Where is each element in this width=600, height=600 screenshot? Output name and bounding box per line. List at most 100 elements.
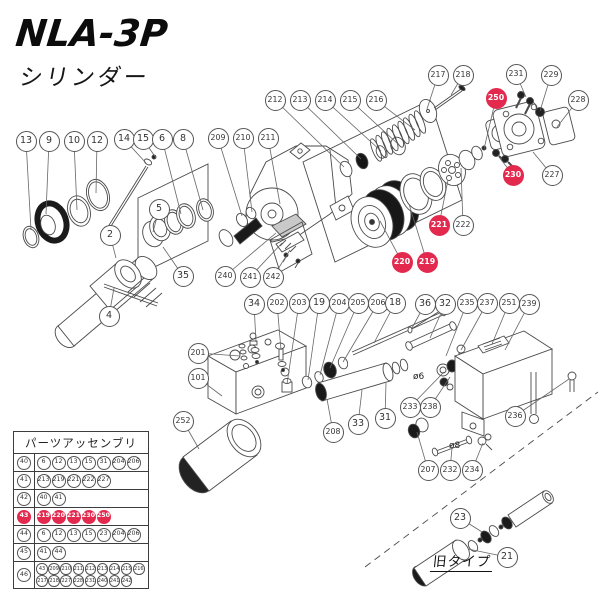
part-balloon-23: 23 bbox=[449, 507, 471, 529]
assembly-number-cell-40: 40 bbox=[14, 454, 35, 471]
part-balloon-33: 33 bbox=[347, 413, 369, 435]
part-balloon-240: 240 bbox=[214, 265, 236, 287]
part-ref-balloon-209: 209 bbox=[48, 563, 60, 575]
part-balloon-204: 204 bbox=[328, 292, 350, 314]
pump-and-tank-assembly bbox=[178, 307, 577, 494]
part-ref-balloon-228: 228 bbox=[72, 575, 85, 587]
leader-line-203 bbox=[286, 302, 300, 385]
part-balloon-6: 6 bbox=[151, 128, 173, 150]
part-balloon-241: 241 bbox=[239, 266, 261, 288]
part-balloon-212: 212 bbox=[264, 89, 286, 111]
part-balloon-8: 8 bbox=[172, 128, 194, 150]
leader-line-213 bbox=[299, 99, 362, 160]
part-balloon-203: 203 bbox=[288, 292, 310, 314]
part-ref-balloon-206: 206 bbox=[126, 455, 141, 470]
part-balloon-220: 220 bbox=[391, 251, 413, 273]
assembly-balloon-46: 46 bbox=[17, 568, 31, 583]
leader-line-204 bbox=[319, 302, 340, 376]
leader-line-8 bbox=[182, 138, 204, 211]
part-ref-balloon-227: 227 bbox=[96, 473, 111, 488]
part-ref-balloon-214: 214 bbox=[108, 563, 121, 575]
part-ref-balloon-241: 241 bbox=[108, 575, 121, 587]
part-balloon-235: 235 bbox=[456, 292, 478, 314]
piston-and-flange-assembly bbox=[302, 84, 576, 263]
part-ref-balloon-230: 230 bbox=[81, 509, 96, 524]
part-balloon-242: 242 bbox=[262, 266, 284, 288]
assembly-number-cell-45: 45 bbox=[14, 544, 35, 561]
part-ref-balloon-206: 206 bbox=[126, 527, 141, 542]
part-balloon-202: 202 bbox=[266, 292, 288, 314]
part-balloon-238: 238 bbox=[419, 396, 441, 418]
part-balloon-15: 15 bbox=[132, 128, 154, 150]
part-balloon-250: 250 bbox=[485, 87, 507, 109]
part-balloon-10: 10 bbox=[63, 130, 85, 152]
part-ref-balloon-12: 12 bbox=[51, 527, 66, 542]
part-ref-balloon-221: 221 bbox=[66, 473, 81, 488]
part-balloon-13: 13 bbox=[15, 130, 37, 152]
part-ref-balloon-242: 242 bbox=[120, 575, 133, 587]
part-ref-balloon-227: 227 bbox=[60, 575, 72, 587]
part-ref-balloon-221: 221 bbox=[66, 509, 81, 524]
part-balloon-232: 232 bbox=[439, 459, 461, 481]
assembly-balloon-41: 41 bbox=[17, 473, 31, 488]
part-balloon-218: 218 bbox=[452, 64, 474, 86]
part-balloon-216: 216 bbox=[365, 89, 387, 111]
part-ref-balloon-213: 213 bbox=[96, 563, 109, 575]
part-ref-balloon-211: 211 bbox=[72, 563, 85, 575]
part-balloon-36: 36 bbox=[414, 293, 436, 315]
leader-line-209 bbox=[217, 137, 243, 217]
leader-line-212 bbox=[274, 99, 345, 168]
leader-line-206 bbox=[342, 302, 379, 363]
leader-line-9 bbox=[45, 140, 50, 215]
part-ref-balloon-210: 210 bbox=[60, 563, 72, 575]
part-ref-balloon-212: 212 bbox=[84, 563, 97, 575]
part-ref-balloon-219: 219 bbox=[36, 509, 51, 524]
part-balloon-209: 209 bbox=[207, 127, 229, 149]
part-balloon-2: 2 bbox=[99, 224, 121, 246]
motor-assembly bbox=[218, 142, 355, 273]
part-balloon-214: 214 bbox=[314, 89, 336, 111]
part-balloon-205: 205 bbox=[347, 292, 369, 314]
part-balloon-234: 234 bbox=[461, 459, 483, 481]
part-ref-balloon-15: 15 bbox=[81, 527, 96, 542]
part-ref-balloon-219: 219 bbox=[51, 473, 66, 488]
part-ref-balloon-231: 231 bbox=[84, 575, 97, 587]
part-balloon-201: 201 bbox=[187, 342, 209, 364]
assembly-balloon-43: 43 bbox=[17, 509, 31, 524]
section-divider-dashed-line bbox=[364, 391, 599, 568]
part-ref-balloon-213: 213 bbox=[36, 473, 51, 488]
part-ref-balloon-23: 23 bbox=[96, 527, 111, 542]
assembly-balloon-44: 44 bbox=[17, 527, 31, 542]
part-balloon-5: 5 bbox=[148, 198, 170, 220]
part-balloon-222: 222 bbox=[452, 214, 474, 236]
part-balloon-19: 19 bbox=[308, 292, 330, 314]
part-balloon-219: 219 bbox=[416, 251, 438, 273]
assembly-number-cell-43: 43 bbox=[14, 508, 35, 525]
part-ref-balloon-250: 250 bbox=[96, 509, 111, 524]
part-ref-balloon-13: 13 bbox=[66, 455, 81, 470]
part-balloon-211: 211 bbox=[257, 127, 279, 149]
part-balloon-228: 228 bbox=[567, 89, 589, 111]
leader-line-19 bbox=[307, 302, 320, 381]
part-balloon-252: 252 bbox=[172, 410, 194, 432]
part-ref-balloon-31: 31 bbox=[96, 455, 111, 470]
part-balloon-213: 213 bbox=[289, 89, 311, 111]
leader-line-210 bbox=[242, 137, 253, 213]
part-ref-balloon-43: 43 bbox=[36, 563, 48, 575]
part-balloon-251: 251 bbox=[498, 292, 520, 314]
part-ref-balloon-218: 218 bbox=[48, 575, 60, 587]
part-balloon-208: 208 bbox=[322, 421, 344, 443]
